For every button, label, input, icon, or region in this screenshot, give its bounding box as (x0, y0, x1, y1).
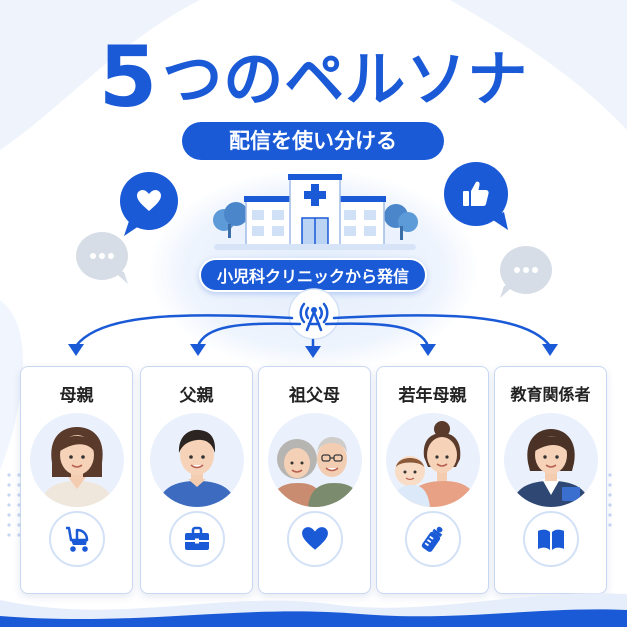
briefcase-icon (185, 526, 209, 550)
bubble-tail (110, 268, 128, 284)
heart-icon (302, 527, 328, 550)
persona-label: 父親 (179, 386, 214, 406)
educator-portrait (504, 413, 598, 507)
persona-card-mother: 母親 (20, 366, 133, 594)
title-number: 5 (98, 28, 159, 126)
persona-card-grandparents: 祖父母 (258, 366, 371, 594)
mother-avatar (40, 427, 114, 507)
persona-icon-badge (405, 511, 461, 567)
bubble-tail (124, 218, 142, 236)
heart-icon (137, 190, 161, 211)
stroller-icon (66, 526, 89, 552)
persona-icon-badge (287, 511, 343, 567)
ellipsis-icon (90, 253, 114, 259)
persona-icon-badge (49, 511, 105, 567)
persona-card-father: 父親 (140, 366, 253, 594)
bottom-wave-decoration (0, 593, 627, 627)
persona-card-young-mother: 若年母親 (376, 366, 489, 594)
young-mother-avatar (392, 421, 478, 507)
persona-label: 祖父母 (289, 386, 340, 406)
book-icon (538, 529, 564, 550)
grandparents-portrait (268, 413, 362, 507)
educator-avatar (512, 429, 590, 507)
persona-label: 教育関係者 (510, 385, 591, 404)
persona-label: 母親 (59, 386, 94, 406)
subtitle-badge: 配信を使い分ける (182, 122, 444, 160)
mother-portrait (30, 413, 124, 507)
page-title: 5つのペルソナ (0, 28, 627, 126)
persona-label: 若年母親 (398, 386, 467, 406)
young-mother-portrait (386, 413, 480, 507)
clinic-building-illustration (213, 174, 418, 250)
title-text: つのペルソナ (162, 45, 529, 115)
ellipsis-icon (514, 267, 538, 273)
baby-bottle-icon (421, 526, 443, 552)
persona-card-educator: 教育関係者 (494, 366, 607, 594)
father-avatar (158, 429, 236, 507)
bubble-tail (490, 212, 508, 230)
thumbs-up-icon (463, 181, 489, 206)
persona-icon-badge (523, 511, 579, 567)
source-badge: 小児科クリニックから発信 (199, 258, 427, 292)
grandparents-avatar (270, 437, 362, 507)
father-portrait (150, 413, 244, 507)
bubble-tail (500, 282, 518, 298)
persona-icon-badge (169, 511, 225, 567)
broadcast-antenna-icon (288, 288, 340, 340)
distribution-arrows (68, 314, 558, 358)
